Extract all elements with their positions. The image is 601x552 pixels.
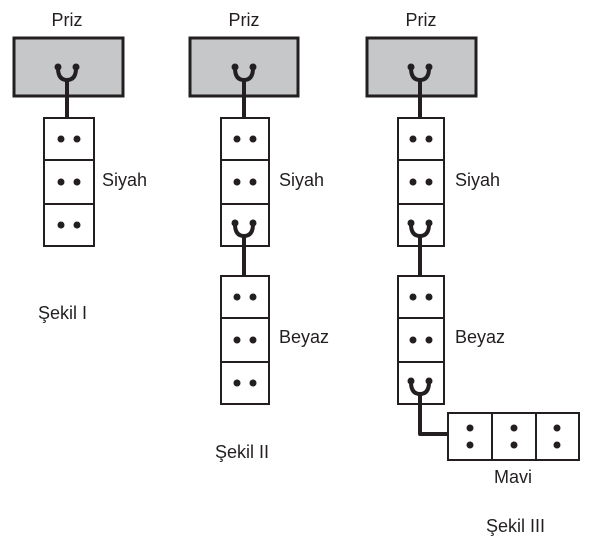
socket-hole [233, 135, 241, 143]
figure-3-cable-3 [418, 392, 450, 436]
figure-2-strip-2-label: Beyaz [279, 327, 329, 347]
plug-pin [407, 377, 415, 385]
socket-hole [425, 293, 433, 301]
figure-2-strip-siyah [220, 117, 270, 247]
socket-hole [409, 336, 417, 344]
figure-3-strip-mavi [447, 412, 580, 461]
socket [43, 159, 95, 205]
figure-1-outlet-plug-pin [54, 63, 62, 71]
socket-hole [249, 336, 257, 344]
figure-3-strip-beyaz [397, 275, 445, 405]
figure-3-caption: Şekil III [486, 516, 545, 536]
socket [397, 159, 445, 205]
socket-hole [233, 379, 241, 387]
figure-3-outlet-plug-pin [407, 63, 415, 71]
socket [397, 317, 445, 363]
socket-hole [249, 135, 257, 143]
socket-hole [510, 441, 518, 449]
socket-hole [510, 424, 518, 432]
socket [220, 361, 270, 405]
socket-hole [249, 178, 257, 186]
figure-1: Priz Siyah Şekil I [12, 10, 147, 323]
socket-hole [409, 178, 417, 186]
figure-2-outlet-plug-pin [231, 63, 239, 71]
socket-hole [73, 178, 81, 186]
socket-hole [466, 424, 474, 432]
figure-2-caption: Şekil II [215, 442, 269, 462]
figure-1-outlet-plug-pin [72, 63, 80, 71]
plug-pin [425, 219, 433, 227]
figure-3-strip-2-label: Beyaz [455, 327, 505, 347]
figure-3-strip-1-label: Siyah [455, 170, 500, 190]
figure-1-outlet-label: Priz [52, 10, 83, 30]
socket-hole [249, 379, 257, 387]
socket [220, 117, 270, 161]
socket-hole [57, 178, 65, 186]
figure-1-caption: Şekil I [38, 303, 87, 323]
socket-hole [57, 135, 65, 143]
socket [43, 203, 95, 247]
plug-pin [425, 377, 433, 385]
socket [220, 317, 270, 363]
plug-pin [231, 219, 239, 227]
socket-hole [409, 135, 417, 143]
socket-hole [233, 336, 241, 344]
figure-1-strip-siyah [43, 117, 95, 247]
socket-hole [233, 293, 241, 301]
socket-hole [57, 221, 65, 229]
socket [43, 117, 95, 161]
socket-hole [425, 336, 433, 344]
figure-3-outlet-plug-pin [425, 63, 433, 71]
figure-2: Priz Siyah Be [188, 10, 329, 462]
plug-pin [407, 219, 415, 227]
socket-hole [73, 135, 81, 143]
socket-hole [249, 293, 257, 301]
socket-hole [233, 178, 241, 186]
socket-hole [425, 135, 433, 143]
socket [535, 412, 580, 461]
socket [397, 275, 445, 319]
socket-hole [466, 441, 474, 449]
socket [447, 412, 493, 461]
socket [220, 159, 270, 205]
figure-1-strip-1-label: Siyah [102, 170, 147, 190]
figure-2-outlet-label: Priz [229, 10, 260, 30]
socket-hole [425, 178, 433, 186]
figure-3-outlet-label: Priz [406, 10, 437, 30]
figure-3: Priz Siyah [365, 10, 580, 536]
figure-2-strip-1-label: Siyah [279, 170, 324, 190]
figure-2-strip-beyaz [220, 275, 270, 405]
socket [491, 412, 537, 461]
plug-pin [249, 219, 257, 227]
socket-hole [553, 424, 561, 432]
socket [397, 117, 445, 161]
figure-3-strip-siyah [397, 117, 445, 247]
socket [220, 275, 270, 319]
figure-2-outlet-plug-pin [249, 63, 257, 71]
socket-hole [409, 293, 417, 301]
figure-3-strip-3-label: Mavi [494, 467, 532, 487]
socket-hole [553, 441, 561, 449]
socket-hole [73, 221, 81, 229]
